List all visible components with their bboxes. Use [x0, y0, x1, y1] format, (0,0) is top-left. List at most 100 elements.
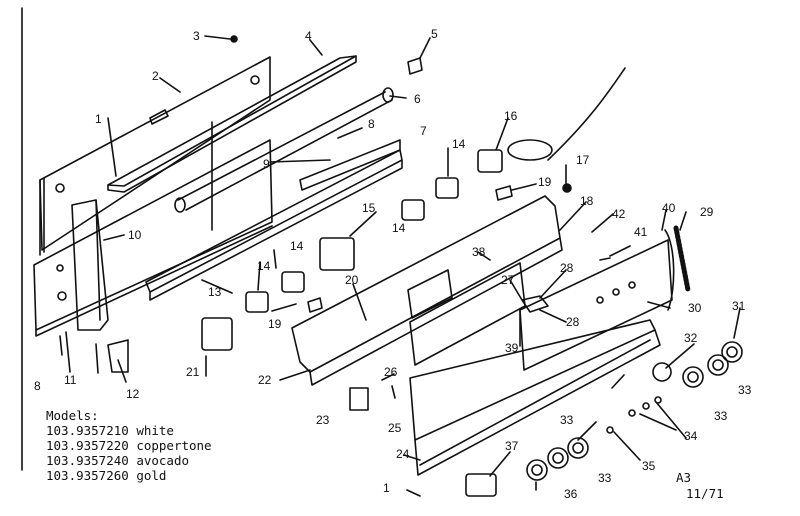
callout-17: 17 — [576, 153, 590, 167]
lower-trim-24 — [409, 319, 656, 441]
callout-34: 34 — [684, 429, 698, 443]
timer-21 — [201, 317, 233, 351]
callout-27: 27 — [501, 273, 515, 287]
clip-5 — [407, 57, 423, 75]
model-row: 103.9357210 white — [46, 423, 212, 438]
callout-14d: 14 — [257, 259, 271, 273]
gear-27 — [521, 295, 549, 313]
callout-3: 3 — [193, 29, 200, 43]
callout-28b: 28 — [566, 315, 580, 329]
callout-5: 5 — [431, 27, 438, 41]
model-row: 103.9357220 coppertone — [46, 438, 212, 453]
switch-14d — [245, 291, 269, 313]
models-heading: Models: — [46, 408, 99, 423]
callout-32: 32 — [684, 331, 698, 345]
thermostat-15 — [319, 237, 355, 271]
callout-9: 9 — [263, 157, 270, 171]
relay-16 — [477, 149, 503, 173]
models-list: Models: 103.9357210 white 103.9357220 co… — [46, 408, 212, 483]
callout-36: 36 — [564, 487, 578, 501]
callout-12: 12 — [126, 387, 140, 401]
side-trim-40 — [664, 229, 675, 311]
callout-33c: 33 — [560, 413, 574, 427]
top-trim-strip — [107, 55, 357, 187]
callout-24: 24 — [396, 447, 410, 461]
callout-40: 40 — [662, 201, 676, 215]
callout-33d: 33 — [598, 471, 612, 485]
knob-32 — [652, 362, 672, 382]
callout-39: 39 — [505, 341, 519, 355]
lamp-holder-37 — [465, 473, 497, 497]
callout-29: 29 — [700, 205, 714, 219]
model-number: 103.9357260 — [46, 468, 129, 483]
callout-30: 30 — [688, 301, 702, 315]
callout-23: 23 — [316, 413, 330, 427]
heating-rod-29 — [673, 225, 691, 293]
model-row: 103.9357240 avocado — [46, 453, 212, 468]
drawing-code: A3 — [676, 470, 692, 485]
callout-28a: 28 — [560, 261, 574, 275]
model-number: 103.9357240 — [46, 453, 129, 468]
callout-19a: 19 — [538, 175, 552, 189]
callout-42: 42 — [612, 207, 626, 221]
model-number: 103.9357210 — [46, 423, 129, 438]
callout-16: 16 — [504, 109, 518, 123]
wire-bracket-7 — [299, 139, 401, 191]
callout-41: 41 — [634, 225, 648, 239]
model-color: white — [136, 423, 174, 438]
back-panel — [39, 56, 271, 251]
callout-6: 6 — [414, 92, 421, 106]
ring-33d — [547, 447, 569, 469]
ring-33c — [567, 437, 589, 459]
model-row: 103.9357260 gold — [46, 468, 212, 483]
model-color: coppertone — [136, 438, 212, 453]
callout-1b: 1 — [383, 481, 390, 495]
callout-10: 10 — [128, 228, 142, 242]
callout-26: 26 — [384, 365, 398, 379]
channel-13 — [145, 149, 403, 301]
callout-20: 20 — [345, 273, 359, 287]
callout-22: 22 — [258, 373, 272, 387]
fluorescent-tube — [177, 91, 393, 211]
ring-33a — [707, 354, 729, 376]
callout-18: 18 — [580, 194, 594, 208]
callout-21: 21 — [186, 365, 200, 379]
terminal-23 — [349, 387, 369, 411]
callout-33b: 33 — [714, 409, 728, 423]
element-41 — [609, 245, 631, 257]
callout-4: 4 — [305, 29, 312, 43]
callout-19b: 19 — [268, 317, 282, 331]
callout-15: 15 — [362, 201, 376, 215]
model-color: avocado — [136, 453, 190, 468]
callout-37: 37 — [505, 439, 519, 453]
ring-33b — [682, 366, 704, 388]
callout-38: 38 — [472, 245, 486, 259]
switch-14c — [281, 271, 305, 293]
switch-14a — [435, 177, 459, 199]
ring-36 — [526, 459, 548, 481]
clip-19a — [495, 185, 513, 201]
bracket-12 — [107, 339, 129, 373]
callout-11: 11 — [64, 373, 77, 387]
screw-17 — [562, 183, 572, 193]
callout-8: 8 — [368, 117, 375, 131]
drawing-date: 11/71 — [686, 486, 724, 501]
ring-31 — [721, 341, 743, 363]
switch-14b — [401, 199, 425, 221]
end-cap — [71, 199, 109, 331]
backguard-body — [33, 139, 273, 331]
callout-33a: 33 — [738, 383, 752, 397]
model-color: gold — [136, 468, 167, 483]
callout-2: 2 — [152, 69, 159, 83]
callout-31: 31 — [732, 299, 746, 313]
callout-7: 7 — [420, 124, 427, 138]
callout-14b: 14 — [392, 221, 406, 235]
screw-3 — [230, 35, 238, 43]
callout-13: 13 — [208, 285, 222, 299]
clip-19b — [307, 297, 323, 313]
callout-8b: 8 — [34, 379, 41, 393]
model-number: 103.9357220 — [46, 438, 129, 453]
timer-cord-16 — [547, 67, 626, 161]
callout-14a: 14 — [452, 137, 466, 151]
